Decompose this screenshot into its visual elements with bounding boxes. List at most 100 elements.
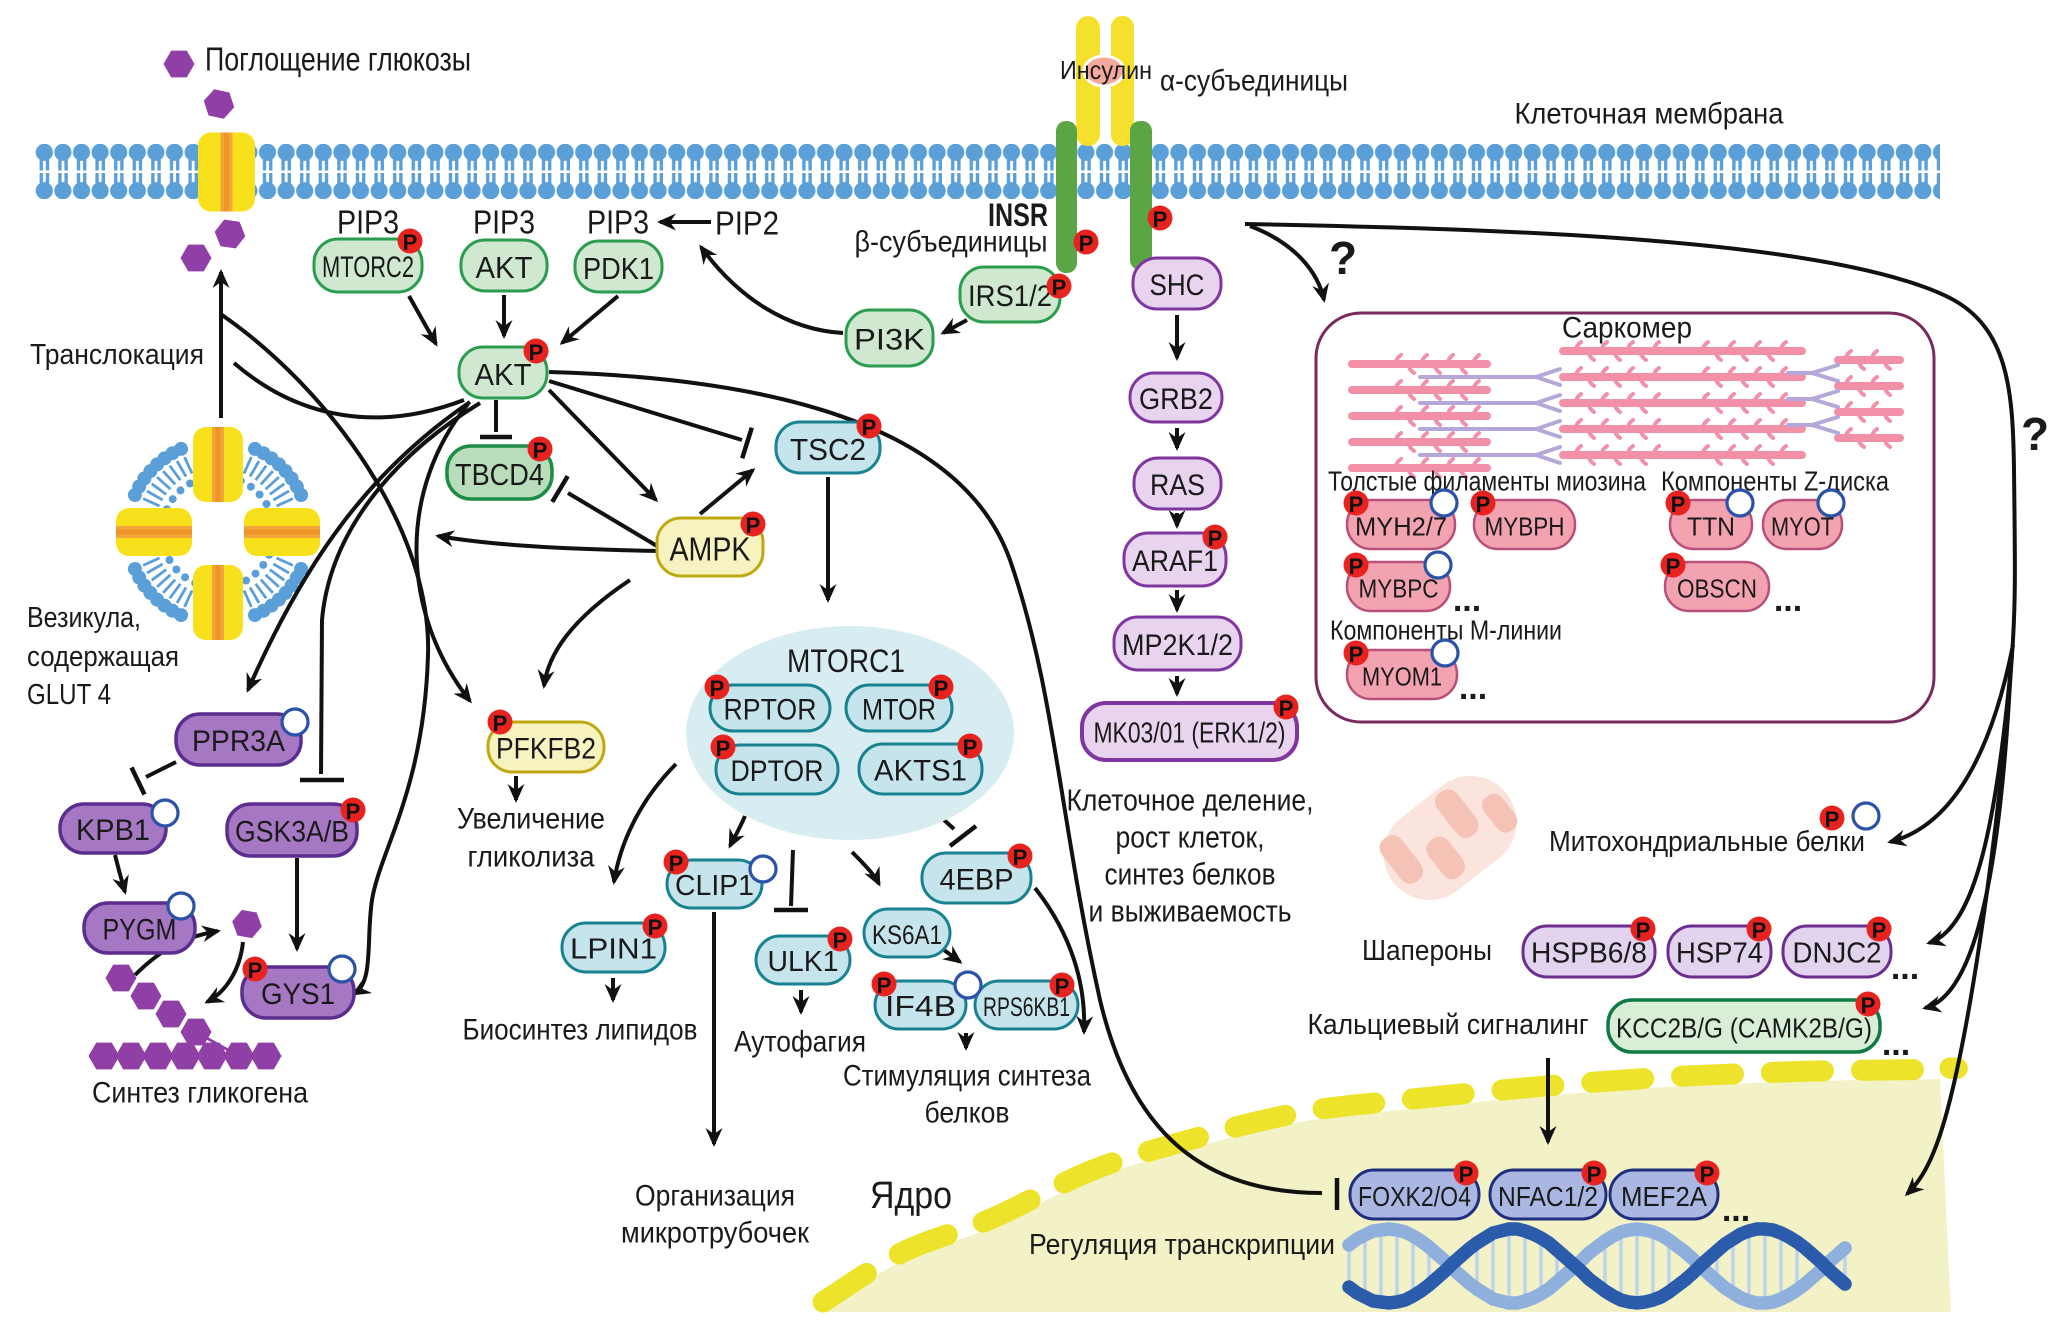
svg-text:Кальциевый сигналинг: Кальциевый сигналинг — [1308, 1009, 1589, 1041]
svg-text:Ядро: Ядро — [870, 1175, 952, 1217]
svg-text:синтез белков: синтез белков — [1105, 857, 1276, 892]
svg-text:...: ... — [1453, 581, 1481, 619]
svg-text:P: P — [1055, 974, 1070, 999]
svg-text:...: ... — [1774, 581, 1802, 619]
svg-text:β-субъединицы: β-субъединицы — [855, 226, 1048, 259]
svg-text:P: P — [1872, 918, 1887, 943]
svg-text:ULK1: ULK1 — [768, 946, 839, 978]
svg-text:P: P — [1349, 642, 1364, 667]
svg-text:SHC: SHC — [1150, 269, 1205, 302]
svg-text:NFAC1/2: NFAC1/2 — [1498, 1181, 1598, 1212]
svg-text:P: P — [1459, 1162, 1474, 1187]
svg-text:Транслокация: Транслокация — [30, 339, 204, 371]
svg-text:MYH2/7: MYH2/7 — [1355, 512, 1447, 542]
svg-text:рост клеток,: рост клеток, — [1116, 820, 1265, 855]
svg-text:MYOT: MYOT — [1771, 512, 1834, 542]
svg-text:P: P — [716, 736, 731, 761]
svg-text:MEF2A: MEF2A — [1621, 1181, 1707, 1212]
svg-text:Увеличение: Увеличение — [457, 803, 605, 836]
svg-text:GRB2: GRB2 — [1139, 383, 1213, 416]
svg-text:KCC2B/G (CAMK2B/G): KCC2B/G (CAMK2B/G) — [1616, 1013, 1872, 1044]
svg-text:PIP3: PIP3 — [587, 204, 649, 241]
svg-text:Аутофагия: Аутофагия — [734, 1026, 866, 1059]
svg-text:GSK3A/B: GSK3A/B — [235, 816, 349, 849]
svg-text:?: ? — [1329, 232, 1357, 284]
svg-text:GYS1: GYS1 — [261, 978, 335, 1011]
svg-text:PYGM: PYGM — [103, 914, 177, 947]
svg-text:P: P — [877, 973, 892, 998]
svg-text:?: ? — [2021, 408, 2049, 460]
svg-text:Шапероны: Шапероны — [1362, 935, 1492, 967]
svg-text:Биосинтез липидов: Биосинтез липидов — [463, 1014, 698, 1047]
svg-text:P: P — [669, 851, 684, 876]
svg-text:KPB1: KPB1 — [76, 814, 150, 847]
svg-text:INSR: INSR — [988, 197, 1048, 233]
svg-text:содержащая: содержащая — [27, 641, 179, 673]
svg-text:Саркомер: Саркомер — [1562, 312, 1692, 345]
svg-text:P: P — [934, 676, 949, 701]
svg-text:HSP74: HSP74 — [1676, 938, 1763, 970]
svg-text:CLIP1: CLIP1 — [675, 870, 754, 902]
svg-text:P: P — [648, 915, 663, 940]
svg-text:Организация: Организация — [635, 1180, 795, 1213]
svg-text:P: P — [1079, 231, 1094, 256]
svg-text:Инсулин: Инсулин — [1060, 55, 1152, 85]
svg-text:AMPK: AMPK — [670, 531, 751, 568]
svg-text:RPS6KB1: RPS6KB1 — [983, 992, 1070, 1022]
svg-text:PIP2: PIP2 — [715, 205, 779, 242]
svg-text:FOXK2/O4: FOXK2/O4 — [1358, 1181, 1471, 1212]
svg-text:Везикула,: Везикула, — [27, 602, 141, 634]
svg-text:AKT: AKT — [476, 250, 533, 285]
svg-text:Клеточное деление,: Клеточное деление, — [1067, 783, 1314, 818]
svg-text:P: P — [346, 799, 361, 824]
svg-text:RPTOR: RPTOR — [724, 694, 817, 727]
svg-text:P: P — [1349, 492, 1364, 517]
svg-text:AKTS1: AKTS1 — [874, 755, 967, 788]
svg-text:MYOM1: MYOM1 — [1362, 662, 1442, 692]
svg-text:...: ... — [1882, 1025, 1910, 1063]
svg-text:микротрубочек: микротрубочек — [621, 1217, 810, 1250]
svg-text:Клеточная мембрана: Клеточная мембрана — [1515, 98, 1784, 131]
svg-text:MTORC1: MTORC1 — [787, 643, 905, 679]
svg-text:TTN: TTN — [1687, 512, 1735, 542]
svg-text:и выживаемость: и выживаемость — [1089, 894, 1292, 929]
svg-text:P: P — [710, 676, 725, 701]
svg-text:PIP3: PIP3 — [337, 204, 399, 241]
svg-text:MTOR: MTOR — [862, 694, 936, 727]
svg-text:гликолиза: гликолиза — [468, 841, 595, 874]
svg-text:ARAF1: ARAF1 — [1132, 545, 1218, 578]
svg-text:P: P — [1825, 807, 1840, 832]
svg-text:P: P — [1671, 492, 1686, 517]
svg-text:LPIN1: LPIN1 — [570, 934, 657, 966]
svg-text:IRS1/2: IRS1/2 — [968, 280, 1052, 313]
svg-text:Регуляция транскрипции: Регуляция транскрипции — [1029, 1229, 1335, 1261]
svg-text:P: P — [1587, 1162, 1602, 1187]
svg-text:OBSCN: OBSCN — [1677, 574, 1757, 604]
svg-text:P: P — [1279, 696, 1294, 721]
svg-text:TSC2: TSC2 — [790, 432, 866, 467]
svg-text:Поглощение глюкозы: Поглощение глюкозы — [205, 41, 471, 78]
svg-text:P: P — [1052, 275, 1067, 300]
svg-text:GLUT 4: GLUT 4 — [27, 679, 111, 711]
svg-text:4EBP: 4EBP — [940, 864, 1014, 897]
svg-text:P: P — [833, 928, 848, 953]
svg-text:MTORC2: MTORC2 — [322, 251, 414, 284]
svg-text:P: P — [1700, 1162, 1715, 1187]
svg-text:P: P — [963, 735, 978, 760]
svg-text:P: P — [1013, 845, 1028, 870]
svg-text:P: P — [493, 711, 508, 736]
svg-text:P: P — [1636, 918, 1651, 943]
svg-text:P: P — [862, 415, 877, 440]
svg-text:DPTOR: DPTOR — [731, 755, 824, 788]
svg-text:KS6A1: KS6A1 — [872, 920, 942, 950]
svg-text:белков: белков — [925, 1097, 1010, 1130]
svg-text:Компоненты Z-диска: Компоненты Z-диска — [1661, 466, 1889, 497]
svg-text:P: P — [1666, 554, 1681, 579]
svg-text:...: ... — [1722, 1191, 1750, 1229]
svg-text:IF4B: IF4B — [885, 991, 956, 1023]
svg-text:P: P — [403, 230, 418, 255]
svg-text:HSPB6/8: HSPB6/8 — [1531, 938, 1647, 970]
svg-text:Стимуляция синтеза: Стимуляция синтеза — [843, 1060, 1091, 1093]
svg-text:...: ... — [1459, 669, 1487, 707]
svg-text:P: P — [529, 340, 544, 365]
